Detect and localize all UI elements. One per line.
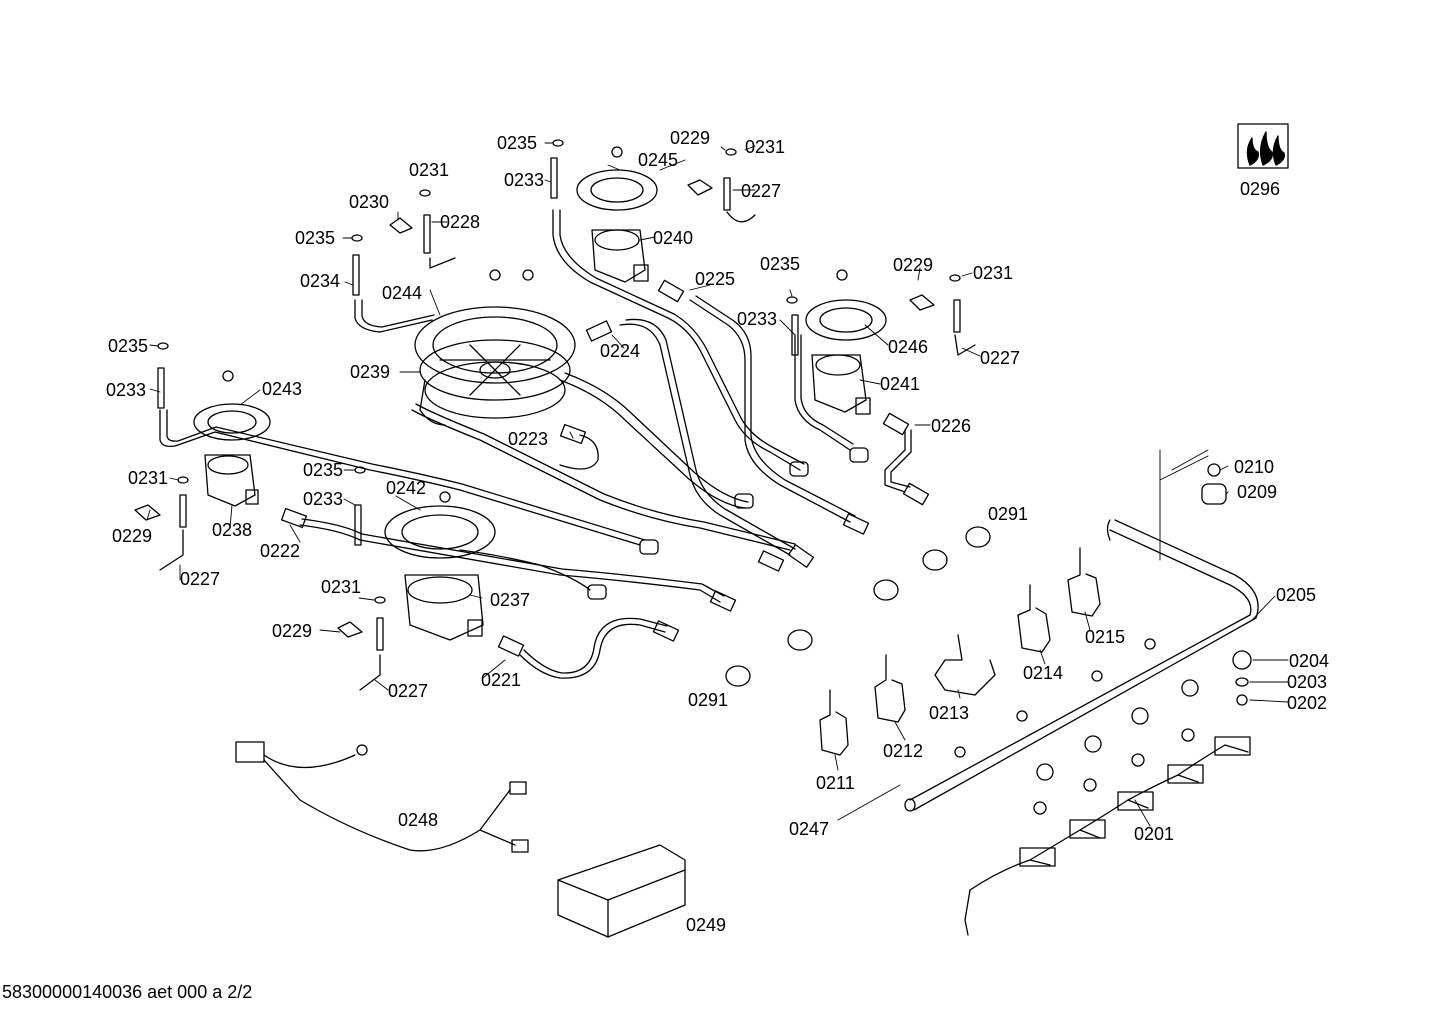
label-0240: 0240 <box>653 228 693 248</box>
label-0226: 0226 <box>931 416 971 436</box>
electrodes-and-clips <box>134 157 976 691</box>
label-0233: 0233 <box>303 489 343 509</box>
label-0234: 0234 <box>300 271 340 291</box>
label-0291: 0291 <box>988 504 1028 524</box>
label-0209: 0209 <box>1237 482 1277 502</box>
label-0231: 0231 <box>321 577 361 597</box>
label-0245: 0245 <box>638 150 678 170</box>
label-0243: 0243 <box>262 379 302 399</box>
label-0213: 0213 <box>929 703 969 723</box>
label-0235: 0235 <box>760 254 800 274</box>
gaskets <box>193 169 887 559</box>
label-0242: 0242 <box>386 478 426 498</box>
label-0202: 0202 <box>1287 693 1327 713</box>
label-0231: 0231 <box>128 468 168 488</box>
label-0248: 0248 <box>398 810 438 830</box>
label-0244: 0244 <box>382 283 422 303</box>
label-0210: 0210 <box>1234 457 1274 477</box>
label-0235: 0235 <box>497 133 537 153</box>
label-0204: 0204 <box>1289 651 1329 671</box>
label-0224: 0224 <box>600 341 640 361</box>
burner-0239 <box>414 306 576 426</box>
label-0228: 0228 <box>440 212 480 232</box>
label-0203: 0203 <box>1287 672 1327 692</box>
label-0241: 0241 <box>880 374 920 394</box>
label-0231: 0231 <box>409 160 449 180</box>
label-0205: 0205 <box>1276 585 1316 605</box>
ignition-module-0249 <box>557 844 686 938</box>
label-0231: 0231 <box>973 263 1013 283</box>
gas-valves <box>819 547 1101 756</box>
burner-bodies <box>204 229 871 641</box>
wiring-0248 <box>235 741 529 853</box>
label-0296: 0296 <box>1240 179 1280 199</box>
label-0214: 0214 <box>1023 663 1063 683</box>
label-0229: 0229 <box>893 255 933 275</box>
label-0227: 0227 <box>388 681 428 701</box>
label-0233: 0233 <box>737 309 777 329</box>
label-0229: 0229 <box>670 128 710 148</box>
label-0227: 0227 <box>980 348 1020 368</box>
label-0230: 0230 <box>349 192 389 212</box>
label-0229: 0229 <box>112 526 152 546</box>
label-0237: 0237 <box>490 590 530 610</box>
label-0235: 0235 <box>295 228 335 248</box>
label-0235: 0235 <box>303 460 343 480</box>
document-code: 58300000140036 aet 000 a 2/2 <box>2 982 253 1002</box>
label-0246: 0246 <box>888 337 928 357</box>
label-0211: 0211 <box>816 773 855 793</box>
label-0238: 0238 <box>212 520 252 540</box>
part-labels: 0235 0233 0245 0229 0231 0227 0240 0231 … <box>106 128 1329 935</box>
label-0221: 0221 <box>481 670 521 690</box>
label-0212: 0212 <box>883 741 923 761</box>
label-0229: 0229 <box>272 621 312 641</box>
label-0227: 0227 <box>741 181 781 201</box>
label-0239: 0239 <box>350 362 390 382</box>
label-0247: 0247 <box>789 819 829 839</box>
label-0231: 0231 <box>745 137 785 157</box>
nuts-and-washers <box>157 139 991 687</box>
label-0223: 0223 <box>508 429 548 449</box>
label-0201: 0201 <box>1134 824 1174 844</box>
ignition-harness-0201 <box>964 736 1251 936</box>
label-0249: 0249 <box>686 915 726 935</box>
tube-fittings <box>280 279 930 657</box>
leader-lines <box>146 142 1289 827</box>
injector-nozzles <box>954 463 1252 815</box>
label-0227: 0227 <box>180 569 220 589</box>
label-0233: 0233 <box>106 380 146 400</box>
label-0225: 0225 <box>695 269 735 289</box>
label-0235: 0235 <box>108 336 148 356</box>
label-0222: 0222 <box>260 541 300 561</box>
flame-symbol-icon <box>1237 123 1289 169</box>
label-0291: 0291 <box>688 690 728 710</box>
gas-tubes <box>159 209 912 679</box>
gas-manifold-rail <box>904 519 1259 812</box>
label-0215: 0215 <box>1085 627 1125 647</box>
label-0233: 0233 <box>504 170 544 190</box>
